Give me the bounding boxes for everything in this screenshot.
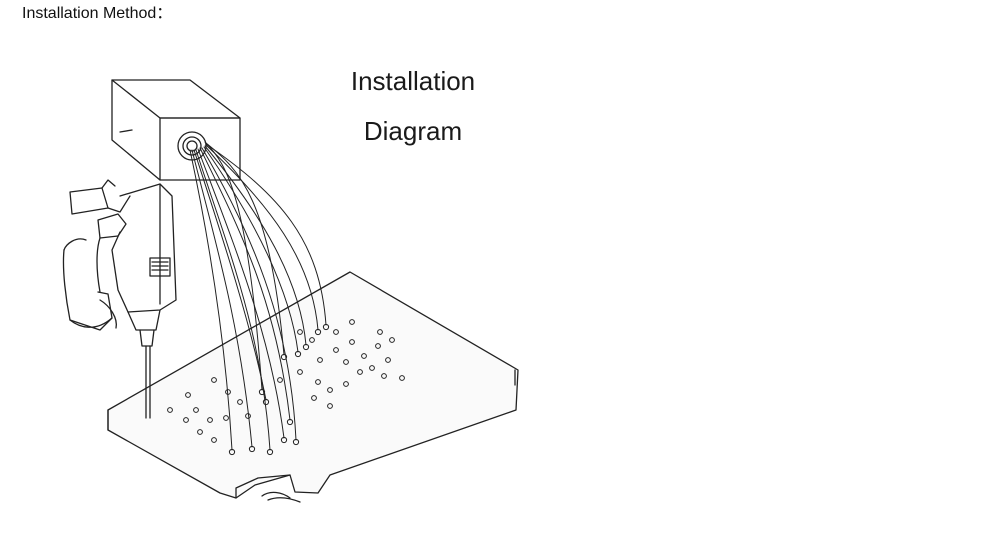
diagram-title-line1: Installation xyxy=(350,66,476,96)
diagram-title-line2: Diagram xyxy=(363,116,463,146)
drill-with-hand xyxy=(62,179,177,419)
ceiling-panel xyxy=(107,271,519,503)
diagram-title: Installation Diagram xyxy=(318,56,508,156)
fiber-holes xyxy=(167,319,405,456)
section-heading: Installation Method： xyxy=(22,5,173,22)
